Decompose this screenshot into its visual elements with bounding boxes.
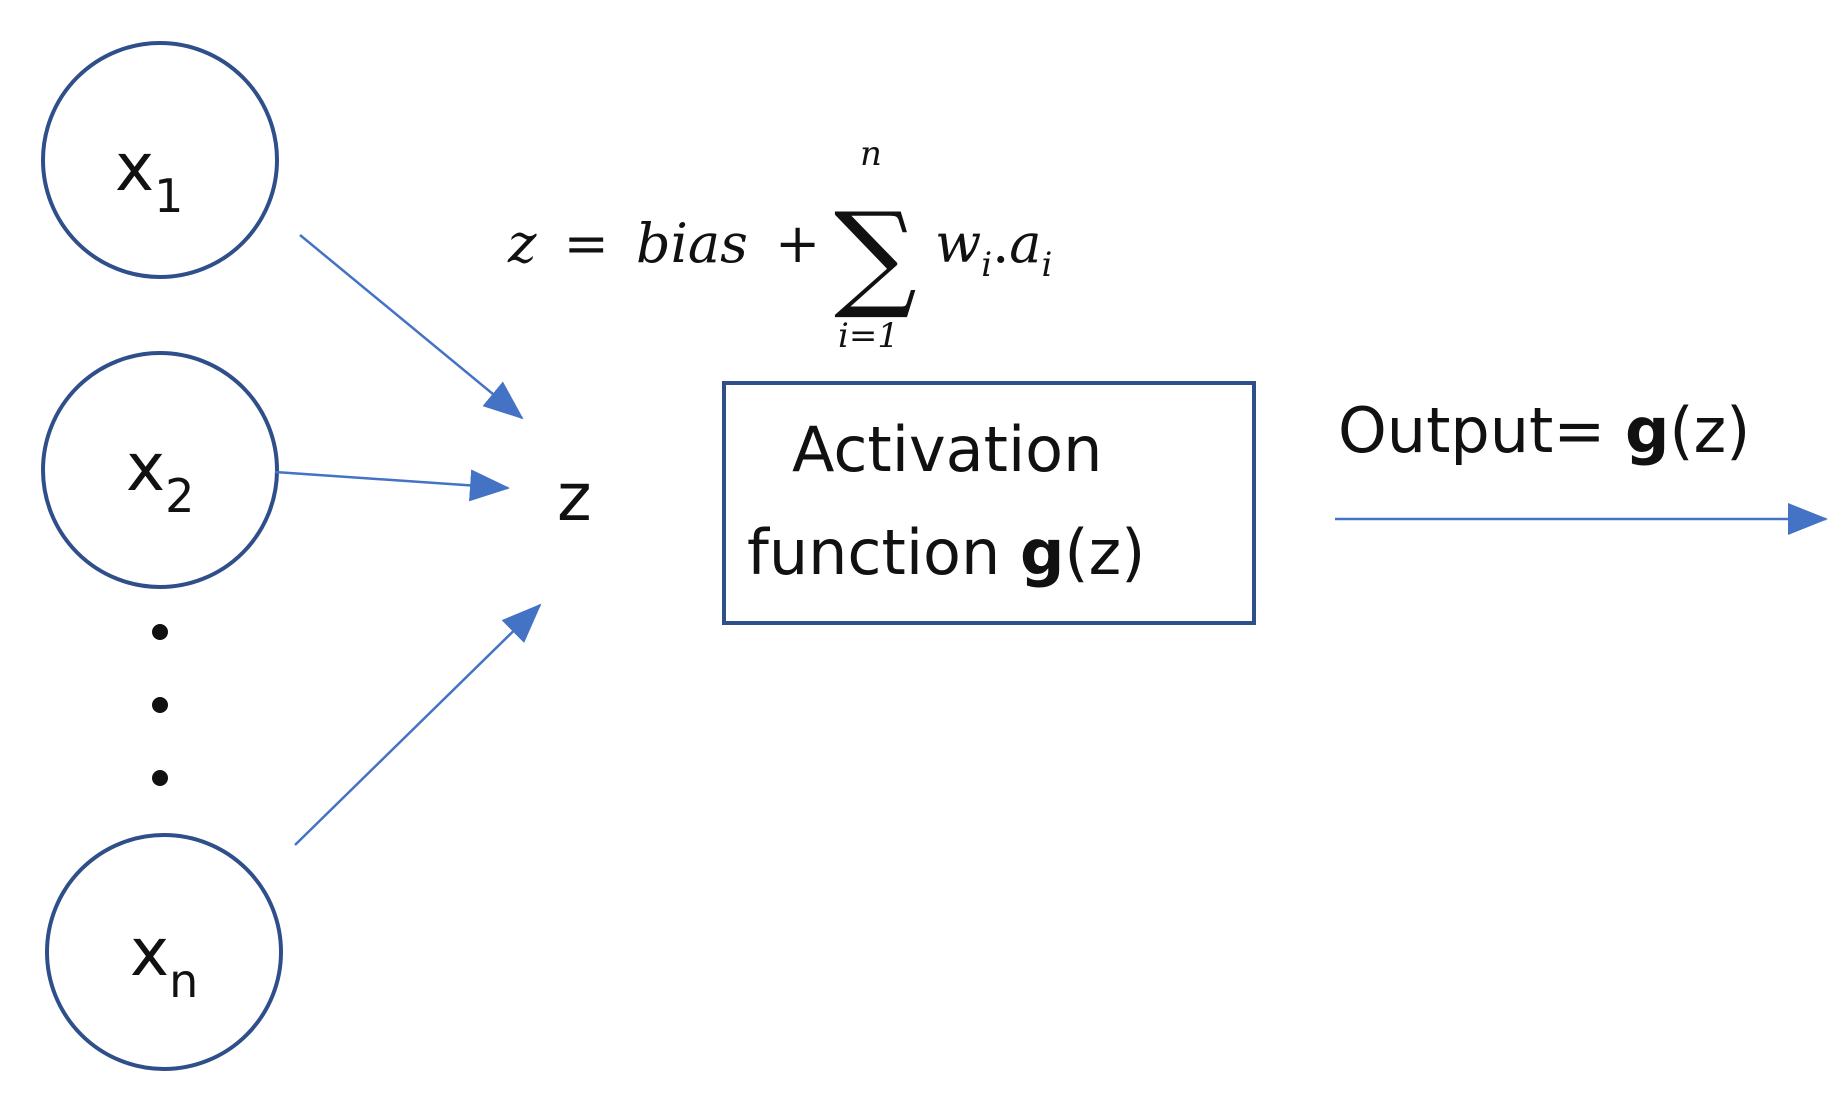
formula-equals: = bbox=[564, 212, 609, 275]
formula-a: a bbox=[1009, 212, 1041, 275]
output-label-suffix: (z) bbox=[1669, 394, 1750, 467]
input-node-x1-sub: 1 bbox=[154, 169, 183, 223]
z-node-label: z bbox=[557, 459, 592, 536]
input-node-xn: xn bbox=[45, 833, 283, 1071]
activation-line-2-g: g bbox=[1020, 516, 1064, 589]
formula-dot: . bbox=[992, 212, 1009, 275]
activation-line-1: Activation bbox=[792, 413, 1102, 486]
activation-line-2-suffix: (z) bbox=[1064, 516, 1145, 589]
input-node-xn-circle bbox=[45, 833, 283, 1071]
output-label: Output= g(z) bbox=[1338, 394, 1750, 467]
arrow-xn-to-z bbox=[294, 603, 542, 846]
output-label-g: g bbox=[1625, 394, 1669, 467]
output-label-prefix: Output= bbox=[1338, 394, 1625, 467]
formula-upper-limit: n bbox=[860, 134, 882, 174]
arrow-x2-to-z bbox=[274, 469, 510, 502]
input-node-x2-label: x2 bbox=[126, 429, 194, 523]
input-node-xn-sub: n bbox=[169, 954, 198, 1008]
formula-w-sub: i bbox=[981, 245, 992, 285]
input-node-x1-base: x bbox=[115, 129, 154, 206]
formula-a-sub: i bbox=[1041, 245, 1052, 285]
formula-lhs: z = bias + bbox=[507, 212, 820, 275]
input-node-x1-label: x1 bbox=[115, 129, 183, 223]
activation-box-border bbox=[722, 381, 1256, 625]
input-node-x1-circle bbox=[41, 41, 279, 279]
activation-line-2: function g(z) bbox=[747, 516, 1145, 589]
ellipsis-dot-2 bbox=[152, 697, 168, 713]
input-node-x2: x2 bbox=[41, 351, 279, 589]
input-node-x2-sub: 2 bbox=[165, 469, 194, 523]
formula-z: z bbox=[507, 212, 537, 275]
formula-plus: + bbox=[775, 212, 820, 275]
input-node-xn-label: xn bbox=[130, 914, 198, 1008]
formula-w: w bbox=[935, 212, 981, 275]
formula-lower-limit: i=1 bbox=[838, 316, 899, 356]
weighted-sum-formula: z = bias + n ∑ i=1 wi.ai bbox=[507, 134, 1052, 356]
input-node-xn-base: x bbox=[130, 914, 169, 991]
input-node-x2-base: x bbox=[126, 429, 165, 506]
ellipsis-dot-1 bbox=[152, 624, 168, 640]
ellipsis-dot-3 bbox=[152, 770, 168, 786]
activation-function-box: Activation function g(z) bbox=[722, 381, 1256, 625]
input-node-x2-circle bbox=[41, 351, 279, 589]
activation-line-2-prefix: function bbox=[747, 516, 1020, 589]
arrow-x1-to-z bbox=[299, 234, 524, 420]
formula-bias: bias bbox=[636, 212, 748, 275]
formula-rhs: wi.ai bbox=[935, 212, 1052, 285]
input-node-x1: x1 bbox=[41, 41, 279, 279]
formula-sigma: ∑ bbox=[834, 188, 917, 323]
